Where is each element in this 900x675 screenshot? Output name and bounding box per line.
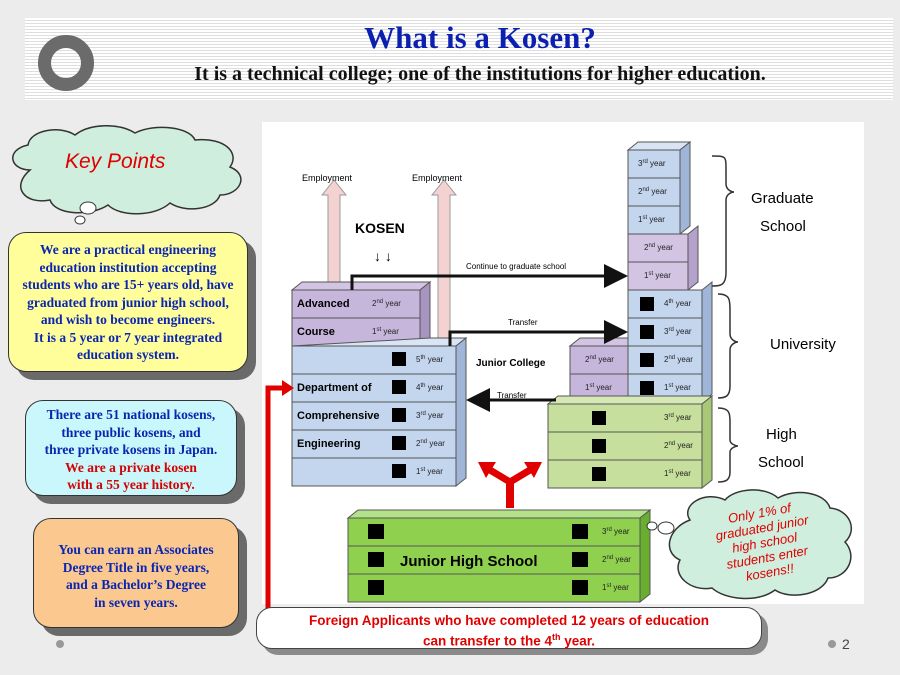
svg-text:1st year: 1st year	[372, 327, 399, 336]
svg-text:4th year: 4th year	[416, 383, 444, 392]
degree-box: You can earn an Associates Degree Title …	[33, 518, 239, 628]
svg-text:3rd year: 3rd year	[664, 327, 692, 336]
continue-graduate-label: Continue to graduate school	[466, 262, 566, 271]
university-label: University	[770, 336, 836, 353]
text-line: with a 55 year history.	[67, 477, 195, 492]
foreign-transfer-arrow	[265, 385, 282, 610]
svg-text:1st year: 1st year	[644, 271, 671, 280]
key-points-label: Key Points	[65, 150, 166, 173]
svg-text:4th year: 4th year	[664, 299, 692, 308]
junior-high-stack	[346, 508, 652, 604]
foreign-applicants-box: Foreign Applicants who have completed 12…	[256, 607, 762, 649]
graduate-school-label: School	[760, 218, 806, 235]
department-label: Comprehensive	[297, 410, 380, 422]
advanced-course-label: Course	[297, 326, 335, 338]
high-school-label: School	[758, 454, 804, 471]
junior-high-year-labels: 3rd year 2nd year 1st year	[602, 527, 631, 592]
text-line: three private kosens in Japan.	[44, 442, 218, 457]
graduate-school-label: Graduate	[751, 190, 814, 207]
text-line: and wish to become engineers.	[40, 312, 216, 327]
text-line: and a Bachelor’s Degree	[65, 577, 207, 592]
svg-text:1st year: 1st year	[416, 467, 443, 476]
header-band	[25, 18, 893, 100]
svg-text:2nd year: 2nd year	[664, 355, 693, 364]
high-school-stack	[546, 394, 714, 490]
page-number: 2	[842, 636, 850, 652]
svg-text:2nd year: 2nd year	[638, 187, 667, 196]
svg-text:1st year: 1st year	[638, 215, 665, 224]
department-label: Department of	[297, 382, 372, 394]
footer-dot	[828, 640, 836, 648]
transfer-label: Transfer	[508, 318, 538, 327]
advanced-course-label: Advanced	[297, 298, 350, 310]
only-one-percent-cloud: Only 1% of graduated junior high school …	[646, 489, 852, 600]
graduate-brace	[711, 155, 735, 287]
graduate-university-year-labels: 3rd year 2nd year 1st year 2nd year 1st …	[638, 159, 693, 392]
footer-dot	[56, 640, 64, 648]
high-school-year-labels: 3rd year 2nd year 1st year	[664, 413, 693, 478]
svg-text:3rd year: 3rd year	[416, 411, 444, 420]
key-points-cloud	[12, 125, 242, 225]
kosen-down-arrows: ↓ ↓	[374, 248, 392, 264]
svg-text:2nd year: 2nd year	[585, 355, 614, 364]
junior-college-label: Junior College	[476, 358, 546, 369]
graduate-university-stack	[626, 140, 713, 404]
text-line: There are 51 national kosens,	[46, 407, 216, 422]
text-line: It is a 5 year or 7 year integrated	[33, 329, 223, 345]
svg-text:2nd year: 2nd year	[602, 555, 631, 564]
text-line: education system.	[77, 347, 179, 362]
junior-high-label: Junior High School	[400, 553, 538, 570]
svg-text:2nd year: 2nd year	[372, 299, 401, 308]
text-line: education institution accepting	[39, 259, 217, 275]
employment-arrow	[430, 179, 458, 341]
kosen-year-labels: 2nd year 1st year 5th year 4th year 3rd …	[372, 299, 445, 476]
high-school-brace	[717, 407, 739, 483]
junior-college-year-labels: 2nd year 1st year	[585, 355, 614, 392]
employment-label: Employment	[302, 173, 353, 183]
text-line: You can earn an Associates	[58, 542, 214, 557]
foreign-line: can transfer to the 4th year.	[422, 632, 596, 649]
text-line: in seven years.	[94, 594, 178, 610]
continue-graduate-arrow	[350, 264, 628, 290]
svg-text:3rd year: 3rd year	[638, 159, 666, 168]
text-line: We are a practical engineering	[40, 242, 216, 257]
svg-text:1st year: 1st year	[664, 469, 691, 478]
department-label: Engineering	[297, 438, 361, 450]
high-school-label: High	[766, 426, 797, 443]
svg-text:3rd year: 3rd year	[602, 527, 630, 536]
transfer-label: Transfer	[497, 391, 527, 400]
svg-text:5th year: 5th year	[416, 355, 444, 364]
text-line: graduated from junior high school,	[27, 294, 229, 310]
practical-education-box: We are a practical engineering education…	[8, 232, 248, 372]
text-line: Degree Title in five years,	[62, 559, 210, 575]
employment-label: Employment	[412, 173, 463, 183]
employment-arrow	[320, 179, 348, 286]
text-line: students who are 15+ years old, have	[22, 277, 234, 292]
kosen-stack	[290, 280, 468, 488]
kosen-label: KOSEN	[355, 220, 405, 236]
svg-text:2nd year: 2nd year	[664, 441, 693, 450]
foreign-line: Foreign Applicants who have completed 12…	[308, 613, 710, 628]
university-brace	[717, 293, 739, 399]
svg-text:1st year: 1st year	[585, 383, 612, 392]
page-title: What is a Kosen?	[364, 20, 596, 55]
text-line: We are a private kosen	[65, 459, 197, 475]
text-line: three public kosens, and	[61, 424, 201, 440]
kosen-count-box: There are 51 national kosens, three publ…	[25, 400, 237, 496]
transfer-arrow	[448, 320, 628, 346]
red-fork-arrow	[478, 462, 542, 508]
svg-text:1st year: 1st year	[664, 383, 691, 392]
svg-text:2nd year: 2nd year	[416, 439, 445, 448]
svg-text:3rd year: 3rd year	[664, 413, 692, 422]
svg-text:2nd year: 2nd year	[644, 243, 673, 252]
page-subtitle: It is a technical college; one of the in…	[194, 63, 766, 85]
svg-text:1st year: 1st year	[602, 583, 629, 592]
